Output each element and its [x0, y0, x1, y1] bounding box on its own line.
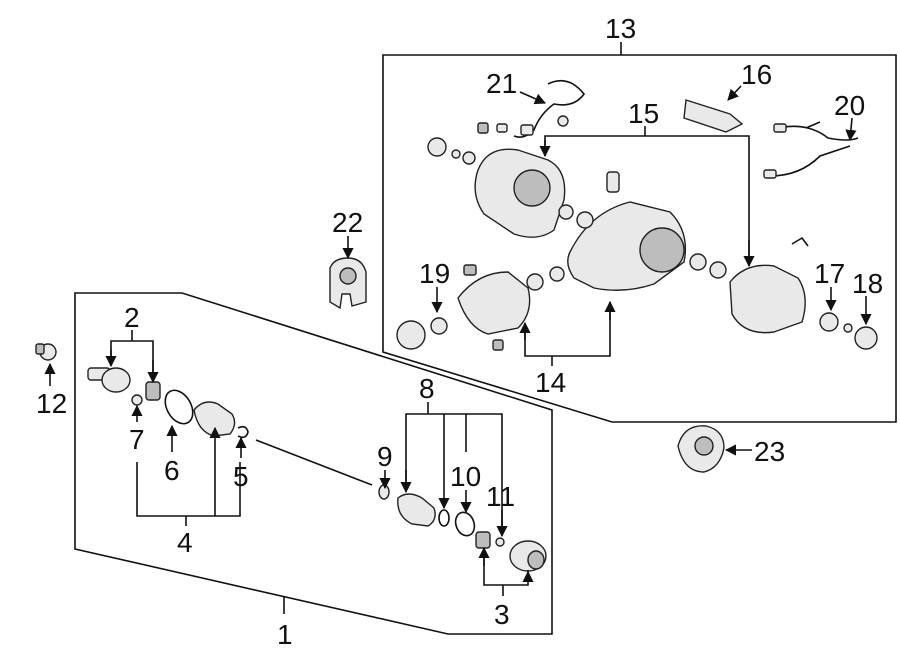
callout-5: 5 [233, 461, 249, 492]
boot-clamp-large[interactable] [160, 385, 199, 428]
inner-boot-clamp[interactable] [452, 510, 477, 539]
callout-1: 1 [277, 619, 293, 650]
callout-3: 3 [494, 599, 510, 630]
callout-17: 17 [814, 258, 845, 289]
callout-2: 2 [124, 302, 140, 333]
callout-12: 12 [36, 388, 67, 419]
callout-13: 13 [605, 13, 636, 44]
cv-boot-inner[interactable] [397, 493, 436, 527]
inner-snap-ring[interactable] [495, 537, 505, 547]
ring-17b[interactable] [843, 323, 853, 333]
callout-8: 8 [419, 373, 435, 404]
differential-case-left[interactable] [474, 148, 566, 238]
callout-labels: 13 21 16 20 15 22 19 17 18 14 23 12 2 7 … [36, 13, 883, 650]
inner-ring[interactable] [438, 509, 450, 527]
center-bearings[interactable] [558, 204, 727, 279]
actuator-housing[interactable] [457, 271, 531, 335]
inner-cv-joint-housing[interactable] [509, 540, 547, 572]
boot-clamp-small[interactable] [237, 425, 249, 439]
wire-harness-21[interactable] [496, 79, 586, 138]
inner-circlip[interactable] [378, 484, 390, 500]
callout-9: 9 [377, 441, 393, 472]
callout-16: 16 [741, 59, 772, 90]
differential-group-box [382, 54, 897, 423]
leader-lines [44, 42, 872, 614]
callout-4: 4 [177, 527, 193, 558]
callout-14: 14 [535, 367, 566, 398]
axle-shaft[interactable] [255, 439, 373, 486]
callout-15: 15 [628, 98, 659, 129]
circlip[interactable] [131, 394, 143, 406]
callout-20: 20 [834, 90, 865, 121]
cv-boot-outer[interactable] [193, 401, 236, 437]
callout-19: 19 [419, 258, 450, 289]
seal-rings-left[interactable] [427, 137, 476, 165]
companion-flange[interactable] [396, 317, 448, 350]
callout-10: 10 [450, 461, 481, 492]
callout-23: 23 [754, 436, 785, 467]
bolt-12[interactable] [35, 343, 57, 361]
bolts-small[interactable] [463, 122, 504, 351]
callout-21: 21 [486, 68, 517, 99]
mount-23[interactable] [677, 425, 725, 473]
differential-carrier[interactable] [567, 201, 687, 291]
mount-22[interactable] [329, 257, 367, 310]
callout-6: 6 [164, 455, 180, 486]
seal-17[interactable] [819, 312, 839, 332]
outer-cv-joint[interactable] [87, 367, 131, 393]
differential-case-right[interactable] [729, 264, 806, 334]
lower-bearings[interactable] [526, 266, 565, 291]
callout-11: 11 [486, 481, 515, 512]
callout-7: 7 [129, 424, 145, 455]
wire-harness-20[interactable] [763, 121, 859, 179]
seal-18[interactable] [854, 326, 878, 350]
inner-tripod[interactable] [475, 531, 491, 549]
callout-22: 22 [332, 207, 363, 238]
clip-bracket[interactable] [791, 236, 809, 247]
actuator-16[interactable] [683, 99, 744, 133]
sensor[interactable] [606, 171, 620, 193]
callout-18: 18 [852, 268, 883, 299]
tripod-bearing[interactable] [145, 381, 161, 401]
axle-shaft-group-box [74, 292, 553, 635]
